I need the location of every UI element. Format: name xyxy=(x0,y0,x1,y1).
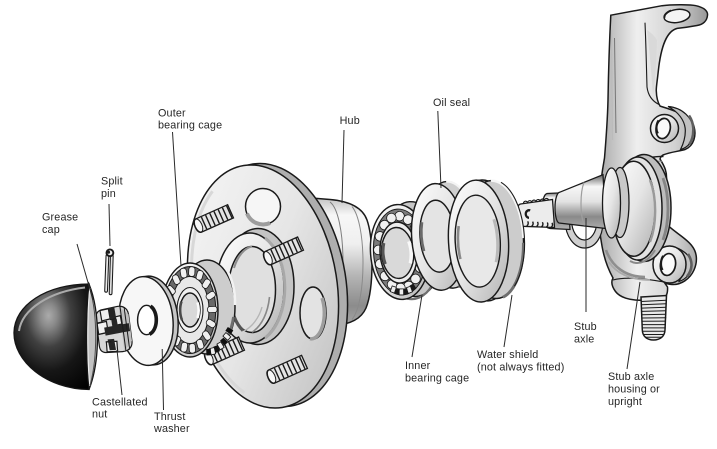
svg-text:Grease: Grease xyxy=(42,212,78,224)
svg-text:Outer: Outer xyxy=(158,108,186,120)
svg-text:Stub: Stub xyxy=(574,321,597,333)
svg-text:bearing cage: bearing cage xyxy=(405,373,469,385)
svg-text:Stub axle: Stub axle xyxy=(608,371,654,383)
svg-text:washer: washer xyxy=(153,423,190,435)
svg-text:Hub: Hub xyxy=(340,115,360,127)
svg-text:housing or: housing or xyxy=(608,384,660,396)
svg-text:nut: nut xyxy=(92,409,107,421)
svg-text:pin: pin xyxy=(101,188,116,200)
svg-text:bearing cage: bearing cage xyxy=(158,120,222,132)
svg-text:Thrust: Thrust xyxy=(154,411,186,423)
svg-text:Inner: Inner xyxy=(405,360,431,372)
svg-text:axle: axle xyxy=(574,334,594,346)
svg-text:Castellated: Castellated xyxy=(92,397,148,409)
svg-text:cap: cap xyxy=(42,224,60,236)
svg-text:upright: upright xyxy=(608,396,642,408)
svg-text:Water shield: Water shield xyxy=(477,349,538,361)
svg-text:Oil seal: Oil seal xyxy=(433,97,470,109)
svg-text:(not always fitted): (not always fitted) xyxy=(477,362,564,374)
svg-text:Split: Split xyxy=(101,176,123,188)
